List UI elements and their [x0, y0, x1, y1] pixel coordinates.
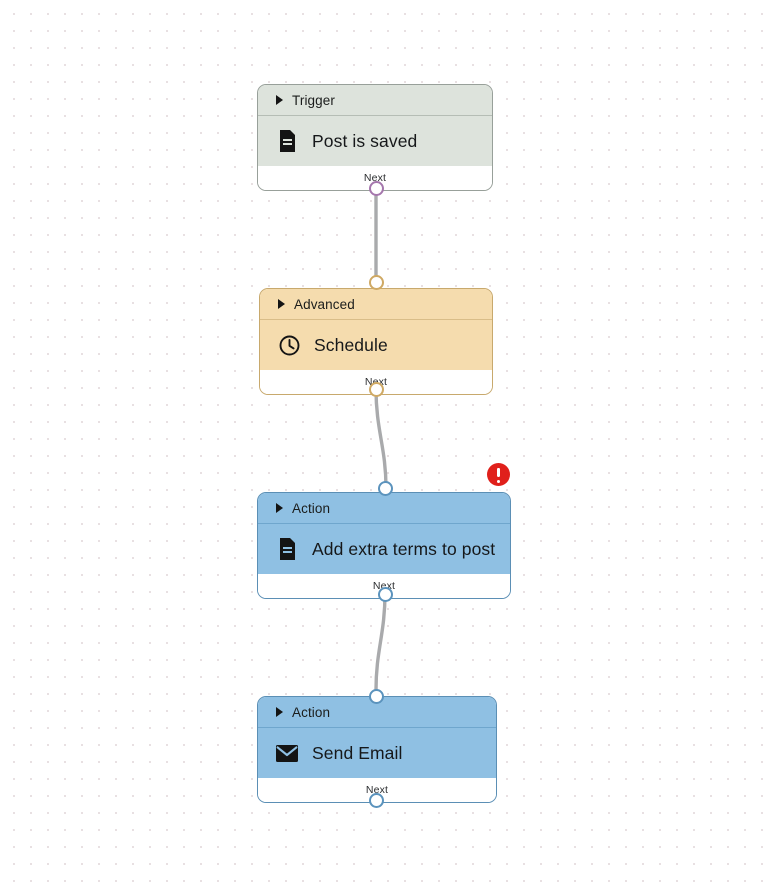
exclamation-icon — [496, 468, 501, 483]
node-divider — [260, 319, 492, 320]
node-header[interactable]: Trigger — [258, 85, 492, 115]
node-advanced-schedule[interactable]: Advanced Schedule Next — [259, 288, 493, 395]
node-category-label: Trigger — [292, 92, 335, 108]
clock-icon — [278, 334, 300, 356]
expand-triangle-icon[interactable] — [276, 503, 283, 513]
node-divider — [258, 523, 510, 524]
expand-triangle-icon[interactable] — [278, 299, 285, 309]
port-input-action-add-terms[interactable] — [378, 481, 393, 496]
connector-action-to-send-email — [374, 591, 387, 692]
port-output-action-add-terms[interactable] — [378, 587, 393, 602]
expand-triangle-icon[interactable] — [276, 95, 283, 105]
node-header[interactable]: Advanced — [260, 289, 492, 319]
port-input-advanced[interactable] — [369, 275, 384, 290]
node-action-add-extra-terms-to-post[interactable]: Action Add extra terms to post Next — [257, 492, 511, 599]
node-divider — [258, 115, 492, 116]
connector-advanced-to-action — [374, 387, 388, 490]
port-output-advanced[interactable] — [369, 382, 384, 397]
envelope-icon — [276, 742, 298, 764]
node-category-label: Action — [292, 704, 331, 720]
expand-triangle-icon[interactable] — [276, 707, 283, 717]
node-action-send-email[interactable]: Action Send Email Next — [257, 696, 497, 803]
node-title: Post is saved — [312, 130, 418, 151]
node-divider — [258, 727, 496, 728]
port-output-send-email[interactable] — [369, 793, 384, 808]
document-icon — [276, 130, 298, 152]
port-output-trigger[interactable] — [369, 181, 384, 196]
node-body[interactable]: Post is saved — [258, 116, 492, 166]
node-category-label: Advanced — [294, 296, 355, 312]
error-badge[interactable] — [487, 463, 510, 486]
node-title: Schedule — [314, 334, 388, 355]
node-body[interactable]: Send Email — [258, 728, 496, 778]
node-body[interactable]: Schedule — [260, 320, 492, 370]
node-title: Send Email — [312, 742, 403, 763]
node-category-label: Action — [292, 500, 331, 516]
node-body[interactable]: Add extra terms to post — [258, 524, 510, 574]
document-icon — [276, 538, 298, 560]
node-trigger-post-is-saved[interactable]: Trigger Post is saved Next — [257, 84, 493, 191]
node-title: Add extra terms to post — [312, 538, 496, 559]
port-input-send-email[interactable] — [369, 689, 384, 704]
node-header[interactable]: Action — [258, 493, 510, 523]
